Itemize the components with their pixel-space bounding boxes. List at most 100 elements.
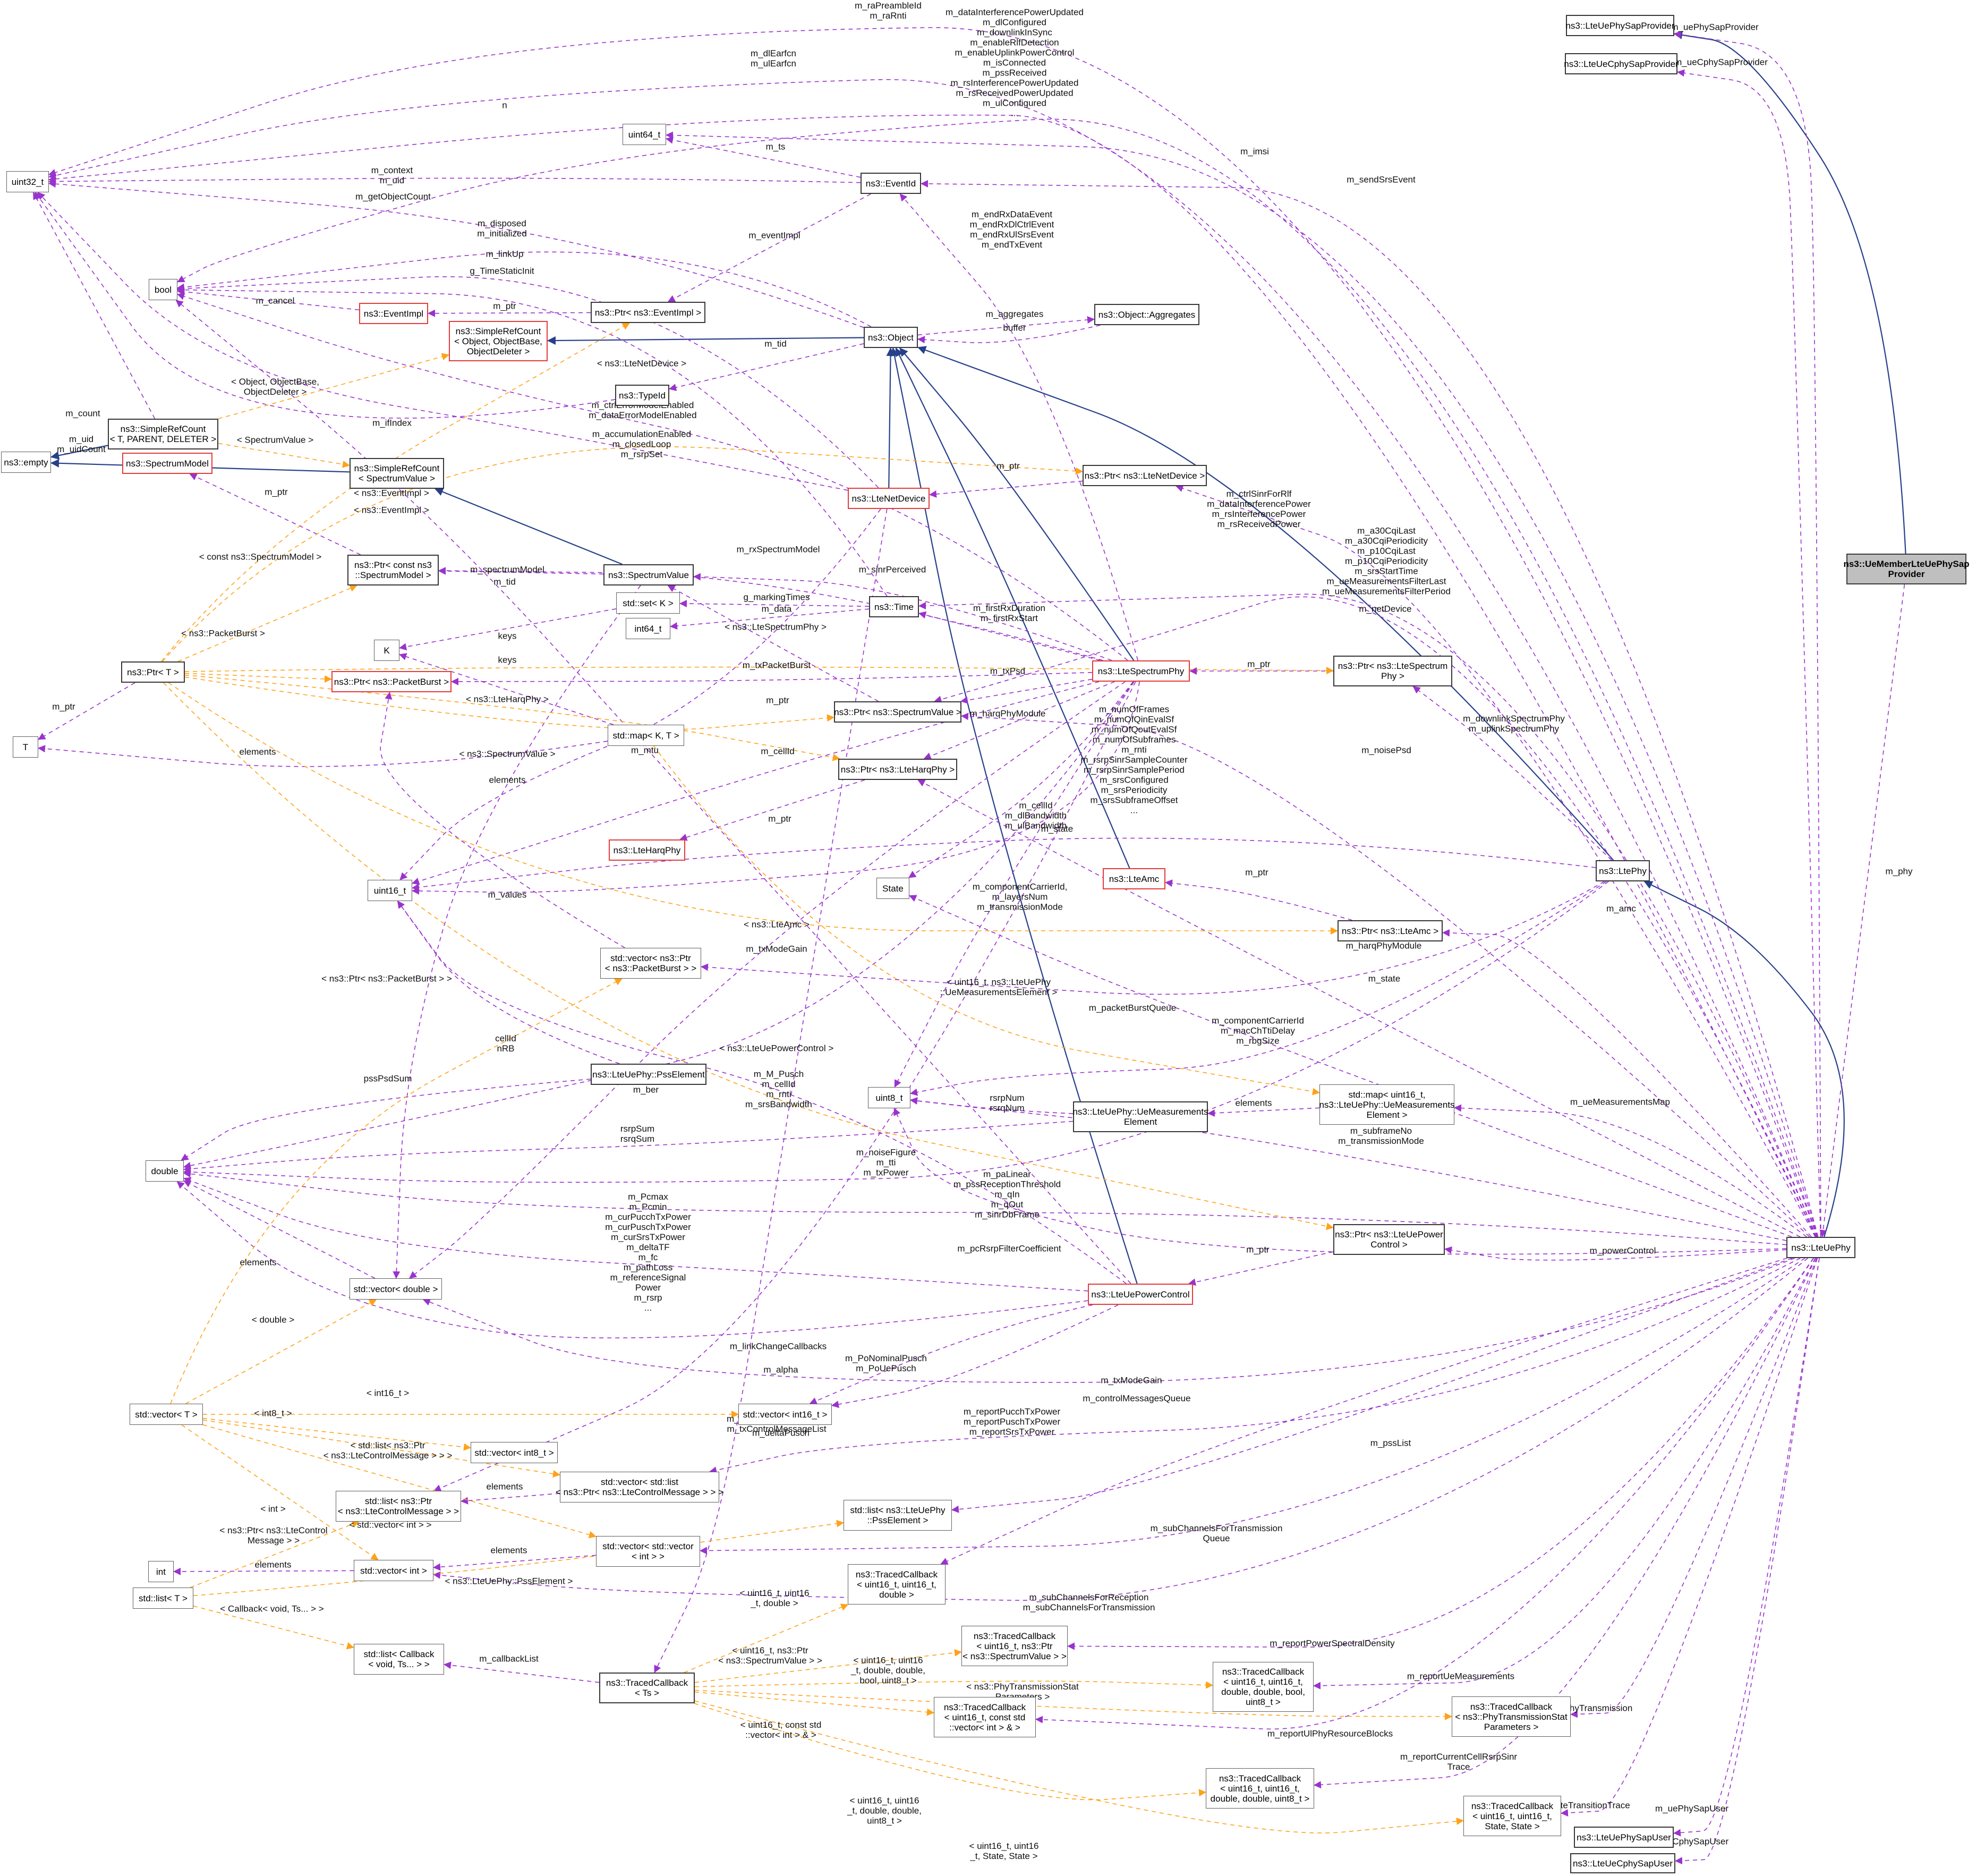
node-listPss[interactable]: std::list< ns3::LteUePhy ::PssElement > — [844, 1500, 952, 1531]
node-vecPtrPB[interactable]: std::vector< ns3::Ptr < ns3::PacketBurst… — [600, 948, 701, 979]
edge-lteUePhyMain-lteUeCphySapUser — [1675, 1258, 1820, 1865]
edge-spectrumValue-ptrConstSM — [438, 567, 604, 575]
node-int[interactable]: int — [148, 1561, 174, 1582]
node-tcBig6[interactable]: ns3::TracedCallback < uint16_t, uint16_t… — [1213, 1662, 1314, 1712]
node-lteUePhySapProvider[interactable]: ns3::LteUePhySapProvider — [1565, 15, 1675, 36]
edge-lteSpectrumPhy-state — [908, 681, 1134, 878]
node-vecT[interactable]: std::vector< T > — [130, 1404, 203, 1425]
node-vecInt16[interactable]: std::vector< int16_t > — [738, 1404, 832, 1425]
node-ptrLteHarqPhy[interactable]: ns3::Ptr< ns3::LteHarqPhy > — [838, 759, 957, 780]
node-srcSV[interactable]: ns3::SimpleRefCount < SpectrumValue > — [350, 458, 444, 489]
node-ptrUePC[interactable]: ns3::Ptr< ns3::LteUePower Control > — [1333, 1224, 1445, 1255]
node-uint8[interactable]: uint8_t — [868, 1087, 910, 1108]
node-ptrPacketBurst[interactable]: ns3::Ptr< ns3::PacketBurst > — [331, 671, 452, 692]
node-lteHarqPhy[interactable]: ns3::LteHarqPhy — [609, 839, 685, 861]
edge-lteUePhyMain-uint32 — [48, 79, 1817, 1237]
node-object[interactable]: ns3::Object — [864, 327, 918, 348]
node-ueMeasElem[interactable]: ns3::LteUePhy::UeMeasurements Element — [1072, 1101, 1208, 1132]
node-ptrEventImpl[interactable]: ns3::Ptr< ns3::EventImpl > — [591, 302, 705, 323]
node-srcTPD[interactable]: ns3::SimpleRefCount < T, PARENT, DELETER… — [108, 419, 218, 449]
node-eventImpl[interactable]: ns3::EventImpl — [359, 303, 428, 324]
node-setK[interactable]: std::set< K > — [616, 592, 680, 614]
node-vecVecInt[interactable]: std::vector< std::vector < int > > — [596, 1536, 700, 1567]
node-tc5[interactable]: ns3::TracedCallback < uint16_t, uint16_t… — [1206, 1768, 1314, 1809]
edge-lteUePC-uint16 — [397, 901, 1127, 1284]
node-typeId[interactable]: ns3::TypeId — [615, 385, 669, 406]
node-time[interactable]: ns3::Time — [869, 596, 919, 617]
edge-lteUePC-vecInt16 — [831, 1304, 1119, 1408]
node-lteUePhySapUser[interactable]: ns3::LteUePhySapUser — [1574, 1827, 1674, 1848]
edge-spectrumValue-vecDouble — [393, 585, 641, 1279]
edge-lteSpectrumPhy-spectrumValue — [693, 573, 1112, 661]
node-uint16[interactable]: uint16_t — [368, 880, 412, 901]
edge-lteUePhyMain-ptrSpectrumValue — [934, 596, 1817, 1237]
node-vecDouble[interactable]: std::vector< double > — [350, 1278, 442, 1300]
edge-tracedCbTs-tcBig6 — [694, 1680, 1213, 1689]
node-tcU16U16D[interactable]: ns3::TracedCallback < uint16_t, uint16_t… — [848, 1564, 946, 1605]
edge-mapKT-T — [38, 741, 608, 767]
edge-object-aggregates — [917, 316, 1095, 336]
node-tcU16PtrSV[interactable]: ns3::TracedCallback < uint16_t, ns3::Ptr… — [961, 1626, 1068, 1666]
edge-ptrT-ptrPacketBurst — [184, 673, 332, 683]
node-ptrLteNetDevice[interactable]: ns3::Ptr< ns3::LteNetDevice > — [1083, 465, 1207, 486]
node-listT[interactable]: std::list< T > — [133, 1588, 193, 1609]
node-tcU16VecInt[interactable]: ns3::TracedCallback < uint16_t, const st… — [934, 1697, 1036, 1737]
edge-setK-K — [399, 608, 617, 651]
edge-ptrT-ptrConstSM — [177, 584, 357, 662]
edge-lteUePhyMain-time — [918, 593, 1817, 1237]
edge-lteUePhyMain-uint8 — [893, 1108, 1787, 1255]
node-int64[interactable]: int64_t — [626, 618, 670, 639]
edge-object-bool — [177, 251, 872, 327]
node-empty[interactable]: ns3::empty — [1, 452, 51, 473]
node-tcPhyTx[interactable]: ns3::TracedCallback < ns3::PhyTransmissi… — [1452, 1696, 1571, 1737]
node-lteUeCphySapUser[interactable]: ns3::LteUeCphySapUser — [1570, 1853, 1675, 1873]
edge-ueMemberBox-lteUePhySapProvider — [1674, 31, 1906, 554]
node-lteAmc[interactable]: ns3::LteAmc — [1103, 868, 1165, 889]
edge-object-typeId — [669, 343, 864, 391]
node-eventId[interactable]: ns3::EventId — [861, 173, 921, 194]
node-ptrSpectrumValue[interactable]: ns3::Ptr< ns3::SpectrumValue > — [834, 701, 961, 723]
node-lteUePC[interactable]: ns3::LteUePowerControl — [1088, 1284, 1193, 1305]
edge-pssElement-uint16 — [397, 901, 620, 1064]
edge-time-bool — [177, 286, 888, 597]
node-state[interactable]: State — [876, 878, 909, 899]
node-ptrT[interactable]: ns3::Ptr< T > — [121, 661, 185, 683]
node-double[interactable]: double — [146, 1160, 184, 1182]
edge-lteNetDevice-uint32 — [37, 192, 848, 491]
edge-lteNetDevice-tracedCbTs — [654, 508, 888, 1673]
node-tcState[interactable]: ns3::TracedCallback < uint16_t, uint16_t… — [1463, 1796, 1561, 1836]
node-ptrLteAmc[interactable]: ns3::Ptr< ns3::LteAmc > — [1338, 920, 1443, 941]
node-vecInt[interactable]: std::vector< int > — [354, 1560, 433, 1581]
node-listPtrLCM[interactable]: std::list< ns3::Ptr < ns3::LteControlMes… — [336, 1491, 461, 1522]
node-ptrConstSM[interactable]: ns3::Ptr< const ns3 ::SpectrumModel > — [347, 555, 439, 585]
node-lteSpectrumPhy[interactable]: ns3::LteSpectrumPhy — [1092, 660, 1190, 682]
node-bool[interactable]: bool — [149, 279, 177, 300]
node-T[interactable]: T — [13, 736, 38, 758]
node-pssElement[interactable]: ns3::LteUePhy::PssElement — [591, 1064, 706, 1085]
node-spectrumValue[interactable]: ns3::SpectrumValue — [603, 564, 694, 585]
edge-lteUePhyMain-tcU16PtrSV — [1067, 1258, 1814, 1650]
node-spectrumModel[interactable]: ns3::SpectrumModel — [122, 453, 212, 474]
node-mapUeMeas[interactable]: std::map< uint16_t, ns3::LteUePhy::UeMea… — [1319, 1084, 1455, 1125]
node-aggregates[interactable]: ns3::Object::Aggregates — [1094, 304, 1199, 325]
node-uint32[interactable]: uint32_t — [6, 171, 49, 192]
node-uint64[interactable]: uint64_t — [623, 124, 666, 145]
node-tracedCbTs[interactable]: ns3::TracedCallback < Ts > — [599, 1673, 695, 1703]
node-lteUePhyMain[interactable]: ns3::LteUePhy — [1786, 1237, 1855, 1258]
node-lteUeCphySapProvider[interactable]: ns3::LteUeCphySapProvider — [1564, 53, 1679, 74]
node-K[interactable]: K — [374, 640, 399, 661]
node-lteNetDevice[interactable]: ns3::LteNetDevice — [848, 488, 930, 509]
edge-ueMeasElem-uint8 — [910, 1097, 1074, 1114]
node-vecListPtrLCM[interactable]: std::vector< std::list < ns3::Ptr< ns3::… — [556, 1472, 723, 1503]
node-ueMemberBox[interactable]: ns3::UeMemberLteUePhySap Provider — [1843, 554, 1970, 584]
edge-ltePhy-ptrLteSpectrumPhy — [1412, 686, 1612, 861]
node-srcObjBase[interactable]: ns3::SimpleRefCount < Object, ObjectBase… — [449, 321, 548, 361]
node-vecInt8[interactable]: std::vector< int8_t > — [471, 1442, 558, 1463]
node-mapKT[interactable]: std::map< K, T > — [608, 725, 684, 746]
node-listCb[interactable]: std::list< Callback < void, Ts... > > — [354, 1644, 444, 1675]
node-ltePhy[interactable]: ns3::LtePhy — [1596, 860, 1650, 881]
node-ptrLteSpectrumPhy[interactable]: ns3::Ptr< ns3::LteSpectrum Phy > — [1333, 656, 1452, 686]
edge-lteUePhyMain-tc5 — [1314, 1258, 1816, 1789]
edge-srcTPD-srcSV — [218, 443, 350, 468]
